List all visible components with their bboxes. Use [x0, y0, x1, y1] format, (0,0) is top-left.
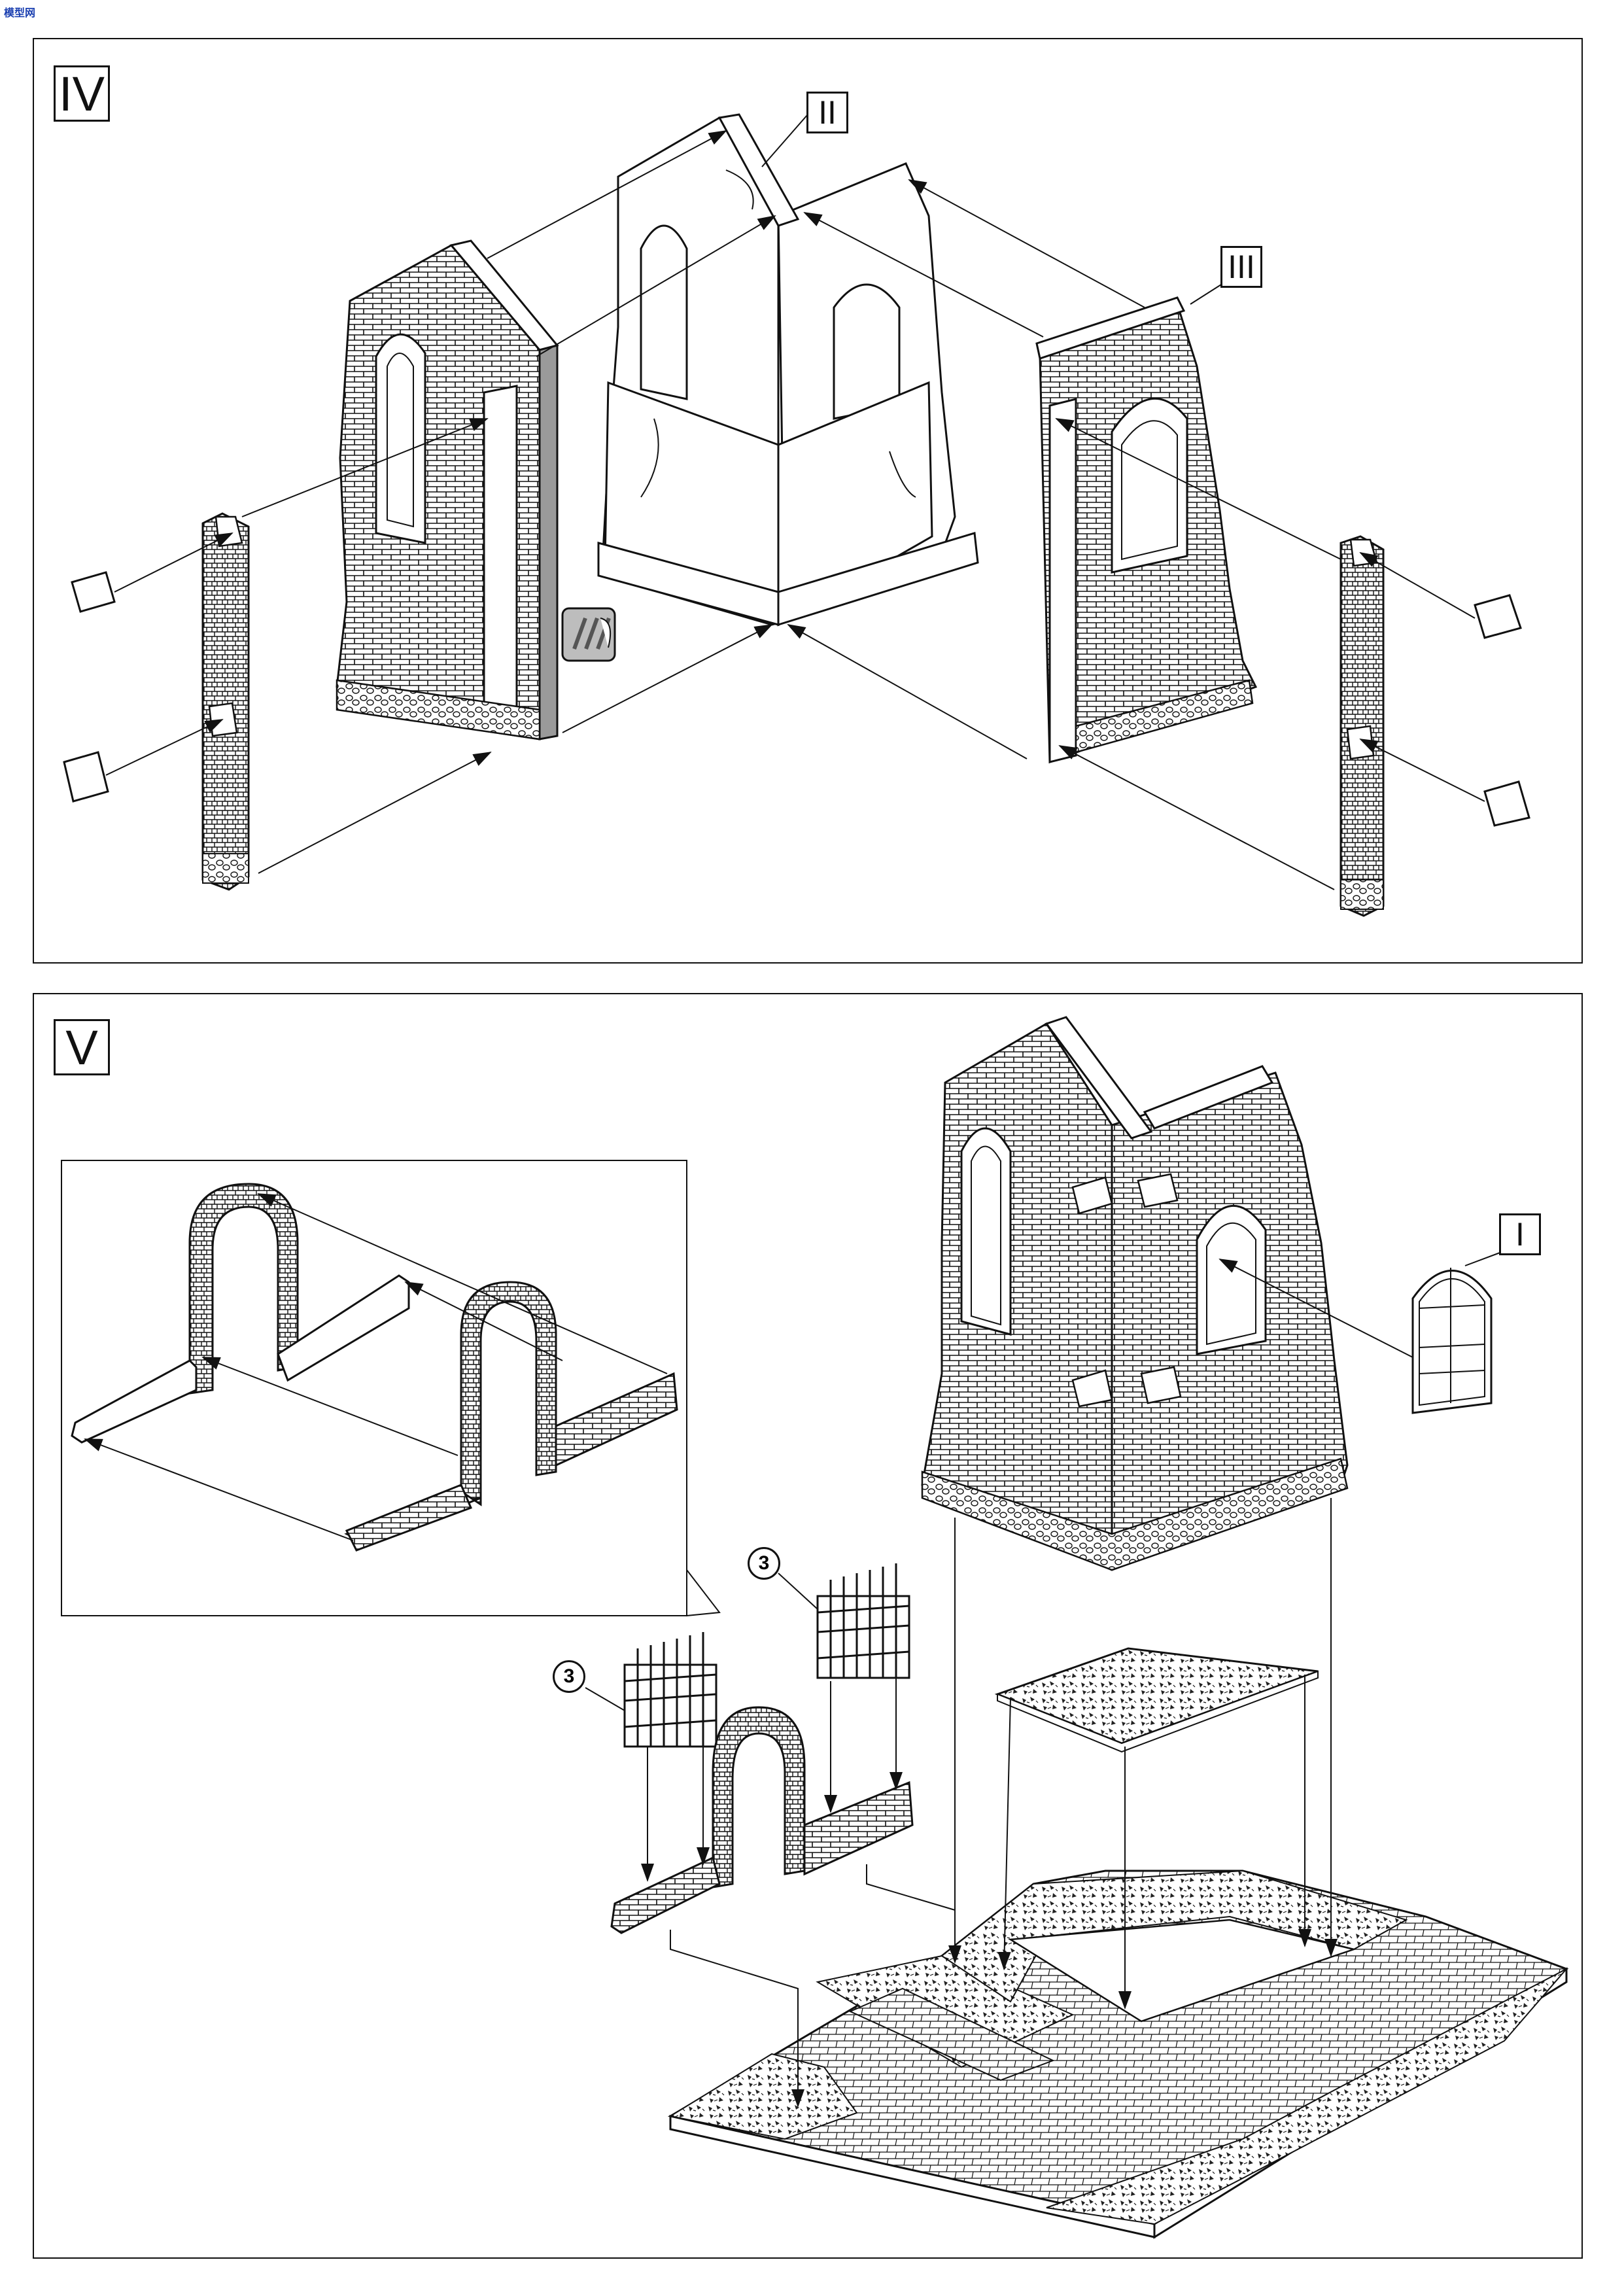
assembly-leaders-iv	[105, 114, 1485, 890]
part-label-II: II	[806, 92, 848, 133]
inset-walls-detail	[71, 1183, 721, 1617]
right-wall	[1035, 296, 1258, 764]
fence-count-left: 3	[553, 1660, 585, 1693]
glue-icon	[561, 607, 616, 662]
assembly-leaders-v	[585, 1245, 1518, 2108]
small-tabs	[63, 571, 1530, 827]
fence-left	[623, 1632, 717, 1748]
gate-wall	[610, 1706, 914, 1934]
step-5-label: V	[54, 1019, 110, 1075]
corner-tower-piece	[597, 113, 979, 627]
brand-logo-text: 模型网	[4, 7, 36, 19]
left-pillar	[201, 512, 250, 891]
part-label-I: I	[1499, 1213, 1541, 1255]
part-label-III: III	[1220, 246, 1262, 288]
fence-right	[816, 1563, 910, 1679]
brand-logo: 模型网	[4, 4, 35, 20]
diorama-base	[667, 1870, 1569, 2239]
rubble-slab	[994, 1647, 1319, 1753]
right-pillar	[1339, 535, 1385, 917]
assembled-tower	[921, 1016, 1349, 1571]
arched-window-part	[1218, 1259, 1493, 1414]
step-4-label: IV	[54, 65, 110, 122]
left-wall	[336, 239, 559, 740]
fence-count-right: 3	[748, 1547, 780, 1580]
